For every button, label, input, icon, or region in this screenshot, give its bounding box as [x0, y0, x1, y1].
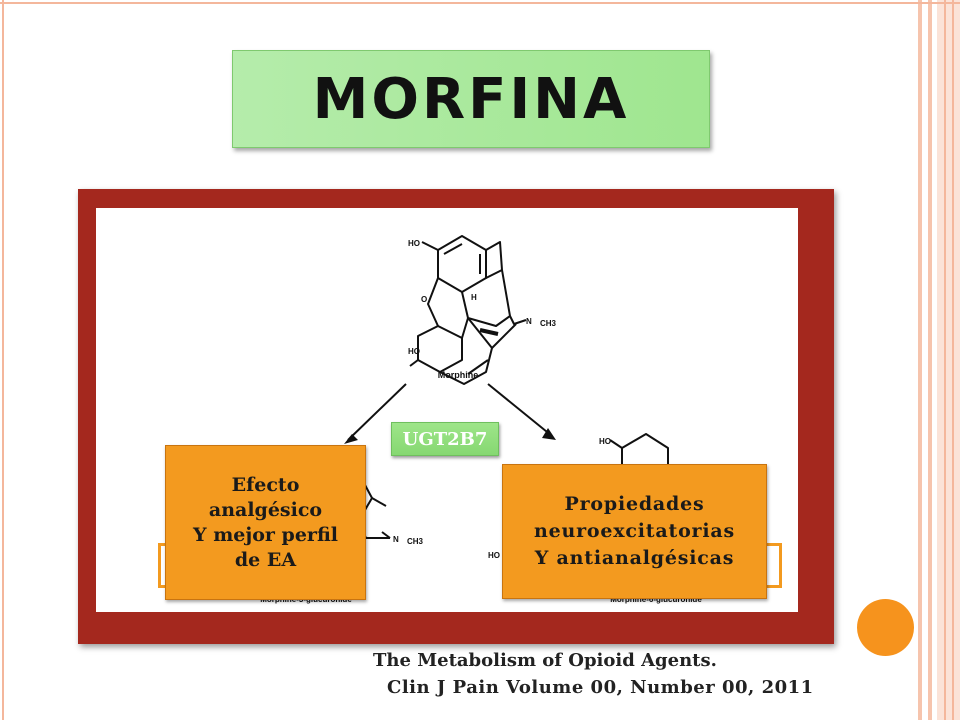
callout-line: Efecto [231, 473, 300, 496]
callout-line: neuroexcitatorias [534, 520, 735, 542]
callout-line: Propiedades [564, 493, 705, 515]
citation-line: Clin J Pain Volume 00, Number 00, 2011 [387, 677, 814, 698]
atom-label: H [471, 293, 477, 302]
product-caption: Morphine-6-glucuronide [610, 595, 702, 604]
frame-stripe [952, 0, 954, 720]
atom-label: HO [599, 437, 611, 446]
enzyme-label: UGT2B7 [391, 422, 499, 456]
callout-line: de EA [234, 548, 297, 571]
frame-stripe [944, 0, 946, 720]
molecule-label: Morphine [438, 370, 479, 380]
callout-line: analgésico [208, 498, 323, 521]
slide-title: MORFINA [312, 66, 630, 132]
atom-label: CH3 [540, 319, 557, 328]
neuroexcitatory-callout: Propiedades neuroexcitatorias Y antianal… [502, 464, 767, 599]
atom-label: N [393, 535, 399, 544]
atom-label: HO [408, 347, 420, 356]
callout-line: Y mejor perfil [193, 523, 338, 546]
analgesic-effect-callout: Efecto analgésico Y mejor perfil de EA [165, 445, 366, 600]
frame-stripe [928, 0, 932, 720]
frame-stripe [918, 0, 922, 720]
citation: The Metabolism of Opioid Agents. Clin J … [373, 647, 913, 701]
decorative-circle [857, 599, 914, 656]
callout-line: Y antianalgésicas [534, 547, 735, 569]
atom-label: N [526, 317, 532, 326]
frame-stripe [937, 0, 960, 720]
atom-label: HO [408, 239, 420, 248]
frame-top-line [0, 2, 960, 4]
title-banner: MORFINA [232, 50, 710, 148]
citation-line: The Metabolism of Opioid Agents. [373, 650, 717, 671]
frame-left-line [2, 0, 4, 720]
atom-label: HO [488, 551, 500, 560]
atom-label: CH3 [407, 537, 424, 546]
atom-label: O [421, 295, 427, 304]
